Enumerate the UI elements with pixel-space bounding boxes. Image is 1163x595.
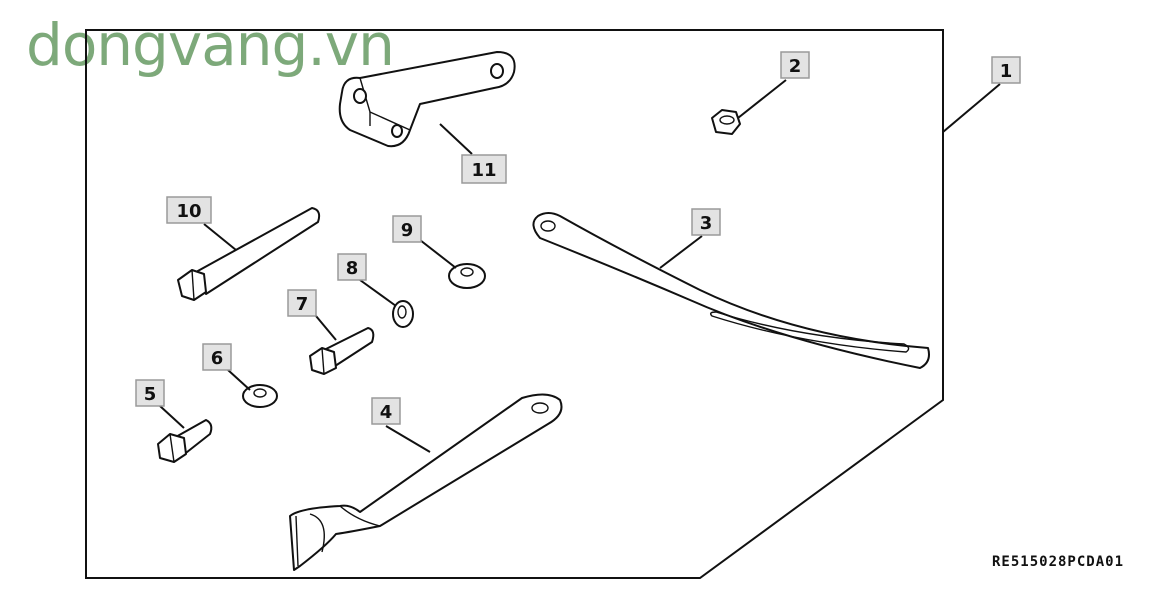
kit-outline (85, 29, 944, 579)
leader-7 (315, 315, 337, 341)
watermark-text: dongvang.vn (26, 11, 395, 79)
callout-7-label: 7 (296, 294, 309, 315)
leader-5 (159, 405, 185, 429)
part-9-washer (448, 263, 486, 289)
callout-3-label: 3 (700, 213, 713, 234)
reference-code: RE515028PCDA01 (992, 554, 1124, 570)
callout-11: 11 (461, 154, 507, 184)
callout-3: 3 (691, 208, 721, 236)
part-3-slotted-bar (532, 212, 930, 369)
callout-8: 8 (337, 253, 367, 281)
leader-2 (737, 79, 787, 119)
leader-11 (439, 123, 473, 155)
leader-10 (203, 223, 237, 251)
part-2-nut (711, 109, 741, 135)
callout-10-label: 10 (176, 201, 201, 222)
callout-7: 7 (287, 289, 317, 317)
part-8-lock-washer (392, 300, 414, 328)
callout-4-label: 4 (380, 402, 393, 423)
callout-8-label: 8 (346, 258, 359, 279)
callout-5-label: 5 (144, 384, 157, 405)
part-7-bolt (309, 327, 375, 375)
callout-11-label: 11 (471, 160, 496, 181)
callout-2: 2 (780, 51, 810, 79)
part-10-long-bolt (177, 207, 321, 301)
callout-2-label: 2 (789, 56, 802, 77)
callout-6-label: 6 (211, 348, 224, 369)
callout-5: 5 (135, 379, 165, 407)
leader-8 (359, 279, 397, 307)
callout-10: 10 (166, 196, 212, 224)
callout-6: 6 (202, 343, 232, 371)
leader-1 (942, 83, 1001, 133)
leader-4 (385, 425, 431, 453)
leader-3 (659, 235, 703, 269)
callout-4: 4 (371, 397, 401, 425)
part-11-l-bracket (338, 51, 516, 148)
callout-9-label: 9 (401, 220, 414, 241)
part-5-bolt (157, 419, 213, 463)
callout-1-label: 1 (1000, 61, 1013, 82)
callout-9: 9 (392, 215, 422, 243)
leader-9 (419, 239, 457, 269)
part-6-washer (242, 384, 278, 408)
part-4-strap-bracket (289, 393, 563, 571)
callout-1: 1 (991, 56, 1021, 84)
leader-6 (227, 369, 251, 391)
